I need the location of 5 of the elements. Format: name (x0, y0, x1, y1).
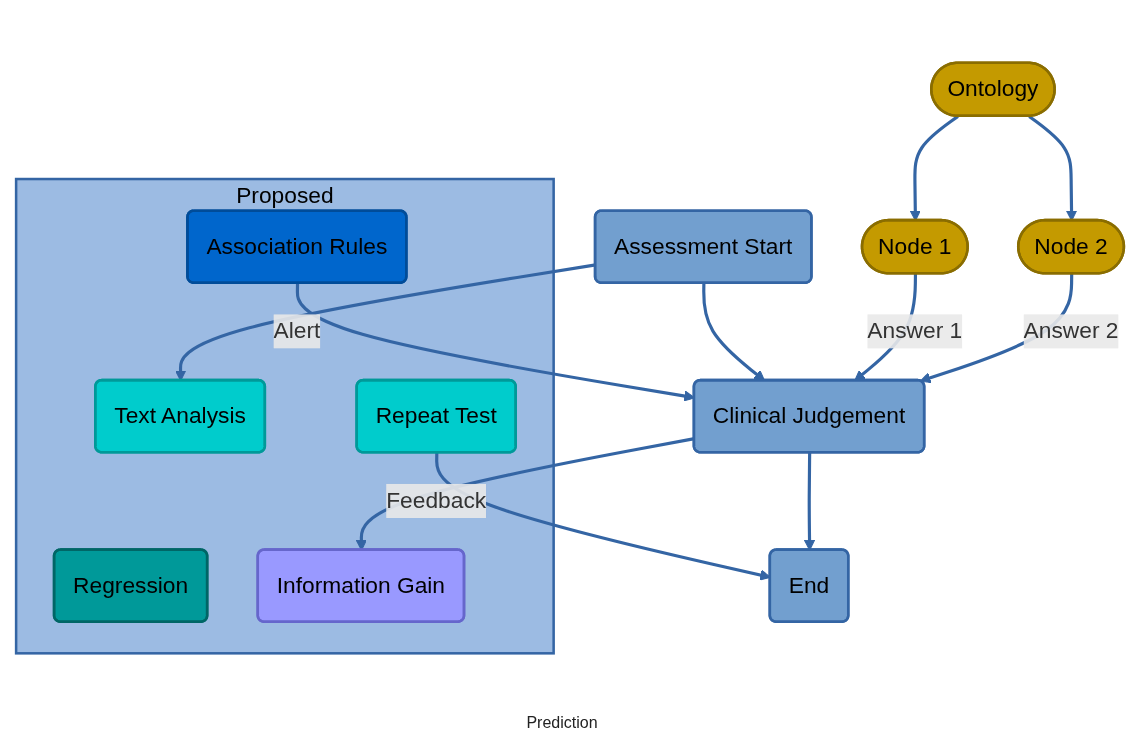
edge-label: Alert (273, 318, 321, 344)
note-text: Prediction (526, 714, 598, 731)
edge-label: Feedback (386, 487, 487, 513)
edge-label: Answer 1 (867, 318, 963, 344)
edge-label: Answer 2 (1023, 318, 1119, 344)
